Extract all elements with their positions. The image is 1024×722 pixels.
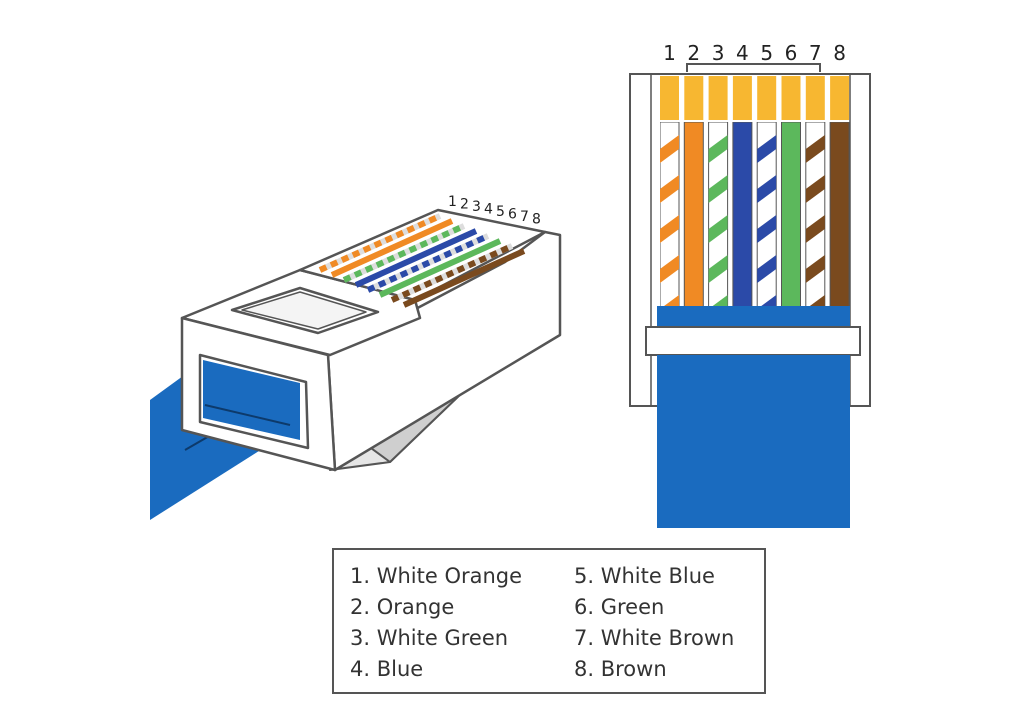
wire-stripe-7 [805,215,825,243]
left-wire-stripe-7 [390,243,514,303]
pin-label-6: 6 [785,41,798,65]
wire-stripe-1 [660,215,679,243]
crimp-bar [645,326,861,356]
wire-stripe-3 [708,135,728,163]
pin-label-1: 1 [663,41,676,65]
wire-stripe-1 [660,255,679,283]
left-pin-label-3: 3 [472,199,481,215]
pin-label-7: 7 [809,41,822,65]
left-pin-label-2: 2 [460,197,469,213]
wire-2 [683,122,704,308]
left-pin-label-4: 4 [484,202,493,218]
wire-stripe-7 [805,255,825,283]
gold-contact-2 [684,76,704,120]
left-wire-4 [354,228,478,288]
legend-item-4: 4. Blue [350,657,424,681]
gold-contact-4 [732,76,752,120]
wire-stripe-1 [661,295,679,308]
left-wire-stripe-1 [318,213,442,273]
gold-contact-7 [805,76,825,120]
legend-item-8: 8. Brown [574,657,667,681]
wire-stripe-3 [708,255,728,283]
legend-item-7: 7. White Brown [574,626,735,650]
wire-stripe-5 [757,215,777,243]
cable-end-line [204,404,291,426]
left-wire-2 [330,218,454,278]
pin-label-4: 4 [736,41,749,65]
cable-end [203,360,300,440]
left-pin-label-1: 1 [448,194,457,210]
wire-8 [829,122,850,308]
left-wire-stripe-3 [342,223,466,283]
left-wires [318,213,526,308]
pin-label-5: 5 [760,41,773,65]
gold-contact-1 [660,76,679,120]
legend-item-2: 2. Orange [350,595,455,619]
left-wire-stripe-5 [366,233,490,293]
gold-contact-6 [781,76,801,120]
left-pin-label-6: 6 [508,207,517,223]
left-pin-label-7: 7 [520,209,529,225]
wire-stripe-7 [805,175,825,203]
legend-item-5: 5. White Blue [574,564,715,588]
legend-item-1: 1. White Orange [350,564,523,588]
left-wire-6 [378,238,502,298]
right-wires [660,122,850,308]
wire-stripe-7 [807,295,825,308]
gold-contacts [660,76,850,120]
legend-item-6: 6. Green [574,595,665,619]
pin-label-3: 3 [712,41,725,65]
gold-contact-3 [708,76,728,120]
left-pin-label-5: 5 [496,204,505,220]
gold-contact-5 [757,76,777,120]
connector-window-inner [241,291,367,330]
pin-label-8: 8 [833,41,846,65]
wire-stripe-7 [805,135,825,163]
legend-box: 1. White Orange 2. Orange 3. White Green… [332,548,766,694]
wire-stripe-3 [708,175,728,203]
legend-item-3: 3. White Green [350,626,509,650]
pin-bracket [686,63,821,72]
wire-stripe-1 [660,175,679,203]
wire-stripe-5 [757,175,777,203]
wire-stripe-3 [709,295,728,308]
wire-stripe-3 [708,215,728,243]
wire-stripe-5 [757,135,777,163]
wire-stripe-5 [757,255,777,283]
gold-contact-8 [830,76,850,120]
wire-stripe-1 [660,135,679,163]
wire-4 [732,122,753,308]
left-wire-8 [402,248,526,308]
cable-jacket [657,355,850,528]
wire-6 [781,122,801,308]
left-pin-label-8: 8 [532,212,541,228]
wire-stripe-5 [758,295,777,308]
pin-label-2: 2 [687,41,700,65]
